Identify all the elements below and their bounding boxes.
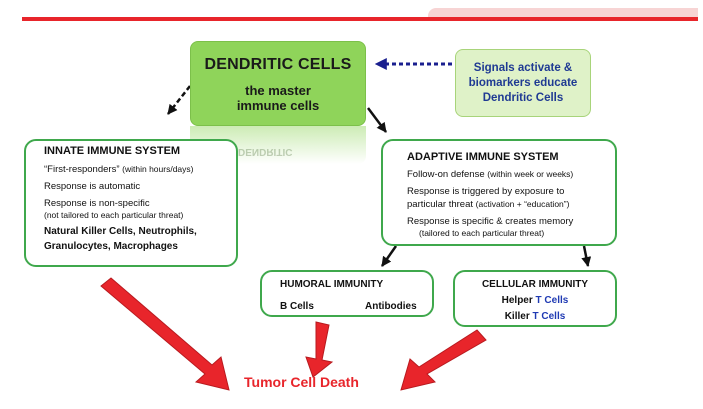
signals-line3: Dendritic Cells	[482, 92, 564, 104]
adaptive-immune-box: ADAPTIVE IMMUNE SYSTEM Follow-on defense…	[381, 139, 617, 246]
helper-t-cells: Helper T Cells	[455, 295, 615, 306]
signals-box: Signals activate & biomarkers educate De…	[455, 49, 591, 117]
antibodies-label: Antibodies	[365, 301, 417, 312]
adaptive-title: ADAPTIVE IMMUNE SYSTEM	[407, 151, 559, 163]
adaptive-to-humoral-arrow	[380, 245, 398, 267]
innate-cells-line2: Granulocytes, Macrophages	[44, 241, 178, 252]
humoral-immunity-box: HUMORAL IMMUNITY B Cells Antibodies	[260, 270, 434, 317]
cellular-immunity-box: CELLULAR IMMUNITY Helper T Cells Killer …	[453, 270, 617, 327]
specific-text: Response is specific & creates memory	[407, 216, 574, 227]
cellular-title: CELLULAR IMMUNITY	[481, 279, 589, 290]
helper-label: Helper	[501, 295, 533, 306]
killer-t-cells-label: T Cells	[532, 311, 566, 322]
followon-note: (within week or weeks)	[487, 169, 574, 179]
adaptive-specific: Response is specific & creates memory (t…	[407, 216, 615, 238]
triggered-line2: particular threat	[407, 199, 474, 210]
innate-to-death-arrow	[100, 277, 230, 391]
innate-first-responders: “First-responders” (within hours/days)	[44, 163, 236, 176]
adaptive-followon: Follow-on defense (within week or weeks)	[407, 168, 615, 181]
specific-note: (tailored to each particular threat)	[419, 228, 545, 238]
triggered-line1: Response is triggered by exposure to	[407, 186, 565, 197]
b-cells-label: B Cells	[280, 301, 314, 312]
dc-to-innate-arrow	[167, 85, 191, 115]
adaptive-to-cellular-arrow	[581, 245, 592, 267]
followon-text: Follow-on defense	[407, 169, 485, 180]
dendritic-subtitle-line1: the master	[245, 83, 311, 98]
tumor-cell-death-label: Tumor Cell Death	[244, 374, 359, 390]
humoral-to-death-arrow	[305, 321, 334, 378]
humoral-title: HUMORAL IMMUNITY	[280, 279, 384, 290]
cellular-to-death-arrow	[400, 329, 487, 391]
innate-title: INNATE IMMUNE SYSTEM	[44, 145, 181, 157]
innate-automatic: Response is automatic	[44, 181, 141, 192]
innate-nonspecific: Response is non-specific (not tailored t…	[44, 198, 236, 220]
reflection-text: DENDRITIC	[238, 146, 293, 157]
header-rule	[22, 17, 698, 21]
dendritic-title: DENDRITIC CELLS	[204, 56, 352, 73]
first-responders-note: (within hours/days)	[122, 164, 194, 174]
innate-cells-line1: Natural Killer Cells, Neutrophils,	[44, 226, 197, 237]
adaptive-triggered: Response is triggered by exposure to par…	[407, 186, 615, 211]
dendritic-cells-box: DENDRITIC CELLS the master immune cells	[190, 41, 366, 126]
signals-line2: biomarkers educate	[468, 77, 578, 89]
killer-t-cells: Killer T Cells	[455, 311, 615, 322]
triggered-note: (activation + “education”)	[475, 199, 570, 209]
killer-label: Killer	[504, 311, 530, 322]
signals-line1: Signals activate &	[473, 62, 573, 74]
first-responders-text: “First-responders”	[44, 164, 120, 175]
dendritic-subtitle-line2: immune cells	[236, 98, 320, 113]
helper-t-cells-label: T Cells	[535, 295, 569, 306]
dc-to-adaptive-arrow	[367, 107, 387, 133]
dendritic-subtitle: the master immune cells	[191, 83, 365, 113]
nonspecific-text: Response is non-specific	[44, 198, 150, 209]
nonspecific-note: (not tailored to each particular threat)	[44, 210, 184, 220]
innate-immune-box: INNATE IMMUNE SYSTEM “First-responders” …	[24, 139, 238, 267]
